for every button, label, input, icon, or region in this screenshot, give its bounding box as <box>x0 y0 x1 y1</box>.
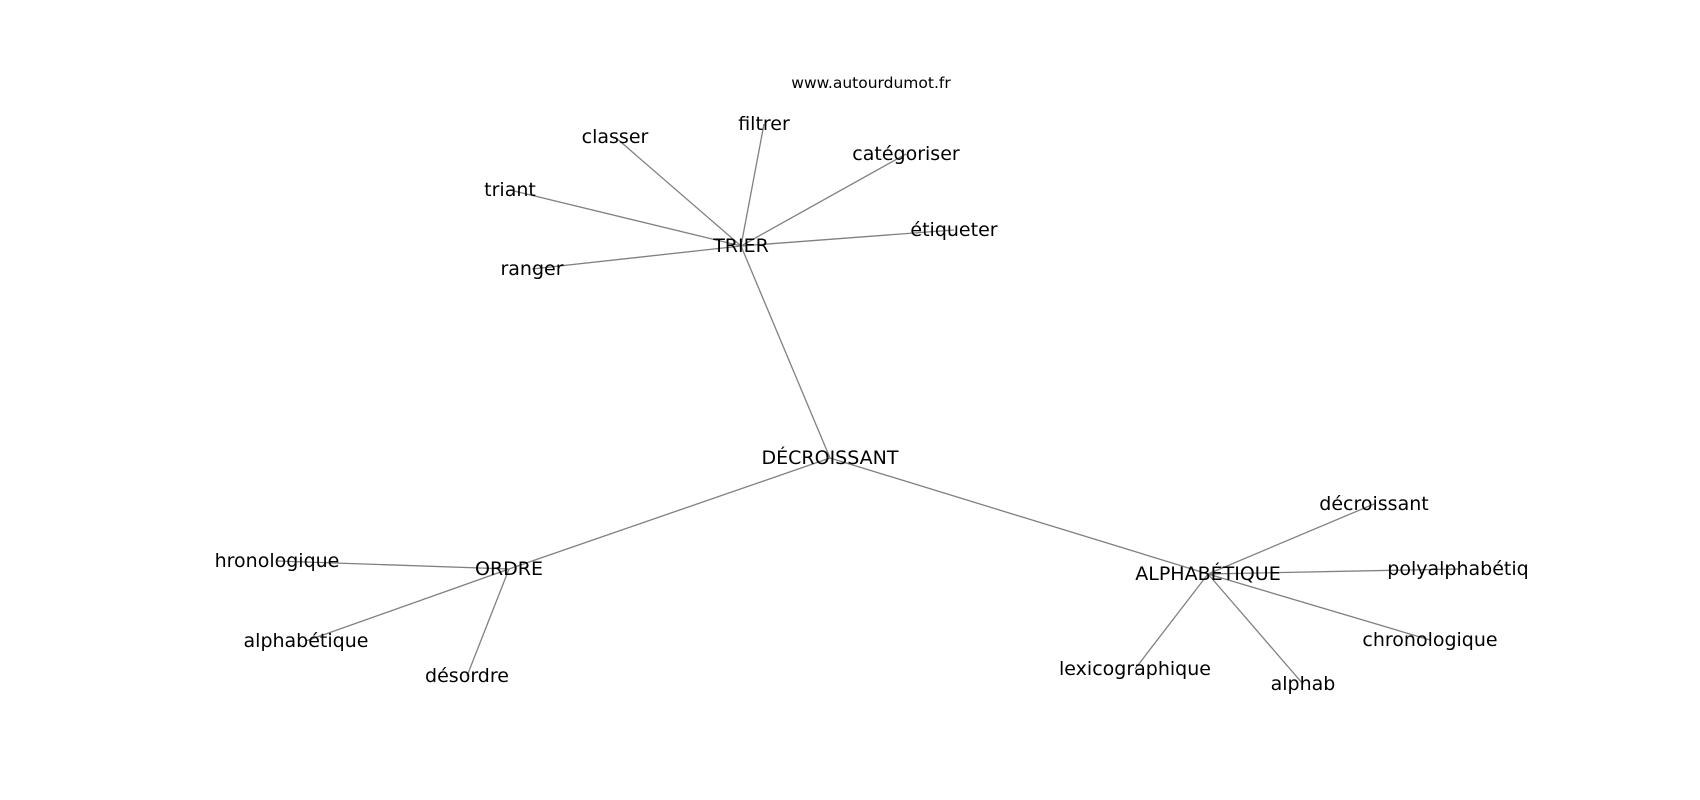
edge-alphabetique_hub-chronologique <box>1207 573 1431 641</box>
node-alphabetique_hub: ALPHABÉTIQUE <box>1135 562 1280 585</box>
edge-decroissant_root-alphabetique_hub <box>829 457 1209 575</box>
edge-alphabetique_hub-polyalphabetiq <box>1207 568 1459 575</box>
edge-trier-classer <box>614 136 742 247</box>
node-ranger: ranger <box>500 258 563 280</box>
edge-ordre-desordre <box>466 568 510 677</box>
edge-decroissant_root-trier <box>740 245 831 459</box>
node-lexicographique: lexicographique <box>1059 658 1211 680</box>
edge-alphabetique_hub-alphab <box>1207 573 1304 685</box>
source-watermark: www.autourdumot.fr <box>791 74 951 92</box>
node-categoriser: catégoriser <box>852 143 960 165</box>
edge-alphabetique_hub-decroissant_leaf <box>1207 503 1375 575</box>
node-decroissant_root: DÉCROISSANT <box>762 446 899 469</box>
node-polyalphabetiq: polyalphabétiq <box>1387 558 1528 580</box>
node-etiqueter: étiqueter <box>910 219 997 241</box>
node-alphab: alphab <box>1271 673 1336 695</box>
edge-trier-categoriser <box>740 153 907 247</box>
graph-edges <box>276 123 1459 685</box>
node-triant: triant <box>484 179 536 201</box>
node-chronologique: chronologique <box>1362 629 1497 651</box>
node-classer: classer <box>582 126 649 148</box>
node-trier: TRIER <box>712 235 769 257</box>
edge-ordre-hronologique <box>276 560 510 570</box>
node-desordre: désordre <box>425 665 509 687</box>
node-alphabetique_leaf: alphabétique <box>244 630 369 652</box>
node-ordre: ORDRE <box>475 558 543 580</box>
node-hronologique: hronologique <box>215 550 340 572</box>
edge-ordre-alphabetique_leaf <box>305 568 510 642</box>
node-filtrer: filtrer <box>738 113 790 135</box>
edge-alphabetique_hub-lexicographique <box>1134 573 1209 670</box>
edge-trier-triant <box>509 189 742 247</box>
graph-nodes: DÉCROISSANT TRIER ORDRE ALPHABÉTIQUE classer… <box>215 113 1529 695</box>
edge-trier-ranger <box>531 245 742 270</box>
node-decroissant_leaf: décroissant <box>1319 493 1428 515</box>
edge-trier-filtrer <box>740 123 765 247</box>
edge-decroissant_root-ordre <box>508 457 831 570</box>
edge-trier-etiqueter <box>740 229 955 247</box>
